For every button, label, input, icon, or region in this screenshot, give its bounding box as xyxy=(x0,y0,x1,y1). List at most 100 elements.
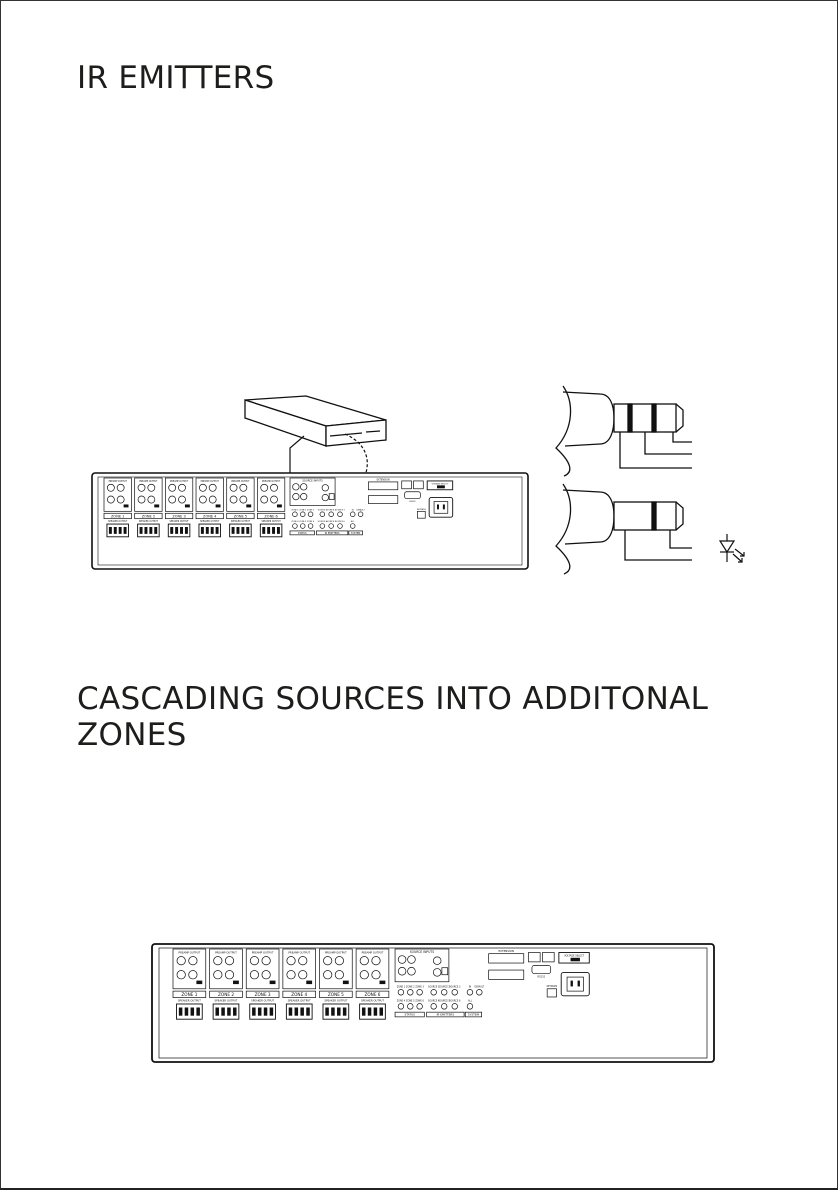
rca-jack xyxy=(270,495,278,504)
rca-jack xyxy=(168,483,177,492)
rca-jack xyxy=(147,495,156,504)
speaker-terminal xyxy=(137,523,160,538)
rca-jack xyxy=(178,483,186,492)
rca-jack xyxy=(239,495,248,504)
emitter-source-label: SOURCE 3 xyxy=(449,986,461,989)
emitter-source-label: SOURCE 4 xyxy=(318,521,328,523)
speaker-output-label: SPEAKER OUTPUT xyxy=(251,999,274,1003)
rca-jack xyxy=(359,956,369,966)
rca-jack xyxy=(334,956,344,966)
speaker-terminal xyxy=(229,523,252,538)
speaker-terminal xyxy=(259,523,283,538)
zone-label: ZONE 4 xyxy=(203,514,217,518)
default-label: DEFAULT xyxy=(474,986,484,989)
zone-label: ZONE 4 xyxy=(291,992,307,997)
rca-jack xyxy=(260,495,269,504)
status-label: STATUS xyxy=(404,1013,415,1017)
status-zone-label: ZONE 1 xyxy=(291,509,299,511)
switch xyxy=(215,504,221,508)
rca-jack xyxy=(106,495,115,504)
switch xyxy=(123,504,129,508)
ir-led-symbol-icon xyxy=(718,534,745,563)
section-heading-cascading-sources: CASCADING SOURCES INTO ADDITONAL ZONES xyxy=(77,681,709,753)
rca-jack xyxy=(116,483,125,492)
mono-jack-plug-icon xyxy=(555,483,692,575)
zone-label: ZONE 1 xyxy=(181,992,197,997)
speaker-output-label: SPEAKER OUTPUT xyxy=(361,999,384,1003)
system-label: SYSTEM xyxy=(351,532,360,535)
preamp-output-label: PREAMP OUTPUT xyxy=(215,951,237,955)
status-zone-label: ZONE 1 xyxy=(397,986,406,989)
in-label: IN xyxy=(352,509,355,511)
rca-jack xyxy=(213,970,223,980)
zone-label: ZONE 5 xyxy=(234,514,247,518)
preamp-output-label: PREAMP OUTPUT xyxy=(262,480,281,483)
speaker-output-label: SPEAKER OUTPUT xyxy=(215,999,238,1003)
keypads-label: KEYPADS xyxy=(417,508,427,511)
preamp-output-label: PREAMP OUTPUT xyxy=(252,951,274,955)
emitter-source-label: SOURCE 1 xyxy=(428,986,440,989)
switch xyxy=(276,504,282,508)
preamp-output-label: PREAMP OUTPUT xyxy=(139,480,158,483)
rca-jack xyxy=(371,956,381,966)
rca-jack xyxy=(176,970,186,980)
switch xyxy=(306,980,313,985)
speaker-terminal xyxy=(249,1003,276,1020)
speaker-terminal xyxy=(322,1003,350,1020)
rca-jack xyxy=(147,483,156,492)
section-heading-ir-emitters: IR EMITTERS xyxy=(77,60,275,96)
rca-jack xyxy=(208,483,217,492)
rca-jack xyxy=(270,483,278,492)
switch xyxy=(233,980,239,985)
preamp-output-label: PREAMP OUTPUT xyxy=(109,480,128,483)
cable-line xyxy=(289,435,305,476)
speaker-terminal xyxy=(106,523,129,538)
zone-label: ZONE 6 xyxy=(264,514,278,518)
voltage-select-label: VOLTAGE SELECT xyxy=(564,955,585,958)
rca-jack xyxy=(323,956,333,966)
preamp-output-label: PREAMP OUTPUT xyxy=(325,951,347,955)
default-label: DEFAULT xyxy=(357,508,366,511)
emitter-source-label: SOURCE 6 xyxy=(335,521,345,523)
preamp-output-label: PREAMP OUTPUT xyxy=(362,951,384,955)
extension-label: EXTENSION xyxy=(498,949,513,953)
status-zone-label: ZONE 5 xyxy=(299,521,307,523)
speaker-output-label: SPEAKER OUTPUT xyxy=(108,520,128,523)
emitter-source-label: SOURCE 3 xyxy=(335,509,345,511)
rca-jack xyxy=(106,483,115,492)
switch xyxy=(269,980,276,985)
rca-jack xyxy=(168,495,177,504)
status-zone-label: ZONE 5 xyxy=(406,1000,415,1003)
rca-jack xyxy=(176,956,186,966)
speaker-terminal xyxy=(176,1003,203,1020)
speaker-terminal xyxy=(212,1003,240,1020)
switch xyxy=(246,504,252,508)
speaker-output-label: SPEAKER OUTPUT xyxy=(262,520,282,523)
speaker-output-label: SPEAKER OUTPUT xyxy=(170,520,190,523)
rca-jack xyxy=(199,483,207,492)
emitter-source-label: SOURCE 1 xyxy=(318,509,328,511)
speaker-output-label: SPEAKER OUTPUT xyxy=(200,520,220,523)
stereo-jack-plug-icon xyxy=(555,385,692,477)
rca-jack xyxy=(286,956,296,966)
source-inputs-section: SOURCE INPUTS xyxy=(289,477,336,506)
rca-jack xyxy=(298,956,308,966)
zone-block-6: PREAMP OUTPUT ZONE 6 SPEAKER OUTPUT xyxy=(257,477,286,538)
status-zone-label: ZONE 2 xyxy=(299,509,306,511)
keypads-port xyxy=(417,510,426,519)
status-zone-label: ZONE 3 xyxy=(415,986,424,989)
source-inputs-label: SOURCE INPUTS xyxy=(302,478,323,482)
switch xyxy=(154,504,160,508)
set-top-box-icon xyxy=(244,395,387,447)
rca-jack xyxy=(229,495,238,504)
